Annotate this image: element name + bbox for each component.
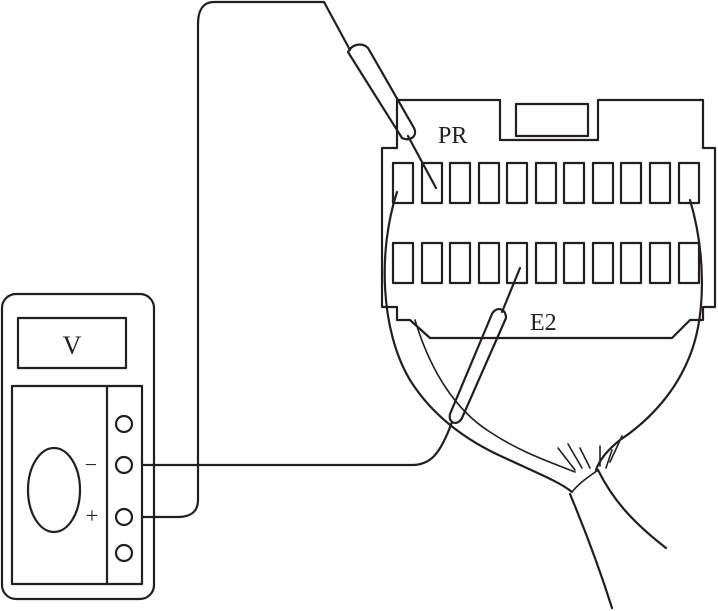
probe-e2-tip [500, 266, 522, 314]
terminal-minus [114, 455, 134, 475]
pin-label-e2: E2 [530, 310, 557, 336]
lead-positive [140, 0, 326, 519]
probe-pr-tip [406, 134, 438, 190]
meter-face [10, 384, 144, 586]
connector-latch [514, 102, 590, 138]
connector-housing [380, 98, 717, 340]
connector-boot-inner [414, 319, 576, 473]
meter-case [0, 292, 156, 601]
probe-pr [346, 43, 438, 190]
meter-display-text: V [63, 331, 82, 360]
pin-label-pr: PR [438, 123, 467, 149]
pin-row-bottom [391, 241, 701, 285]
pin-row-top [391, 161, 701, 205]
probe-pr-body [346, 43, 417, 141]
meter-display [16, 316, 128, 370]
probe-e2-body [448, 308, 508, 424]
wire-harness [557, 435, 668, 610]
terminal-4 [114, 543, 134, 563]
lead-negative [140, 420, 454, 467]
voltmeter: V − + [0, 292, 156, 601]
ecu-connector: PR E2 [380, 98, 717, 494]
terminal-plus-label: + [86, 503, 98, 528]
lead-pr-top [322, 0, 352, 52]
terminal-minus-label: − [85, 452, 97, 477]
terminal-plus [114, 507, 134, 527]
connector-boot-left [383, 190, 574, 494]
terminal-1 [114, 414, 134, 434]
connector-boot-right [594, 198, 703, 472]
probe-e2 [448, 266, 522, 424]
meter-dial [26, 446, 82, 534]
